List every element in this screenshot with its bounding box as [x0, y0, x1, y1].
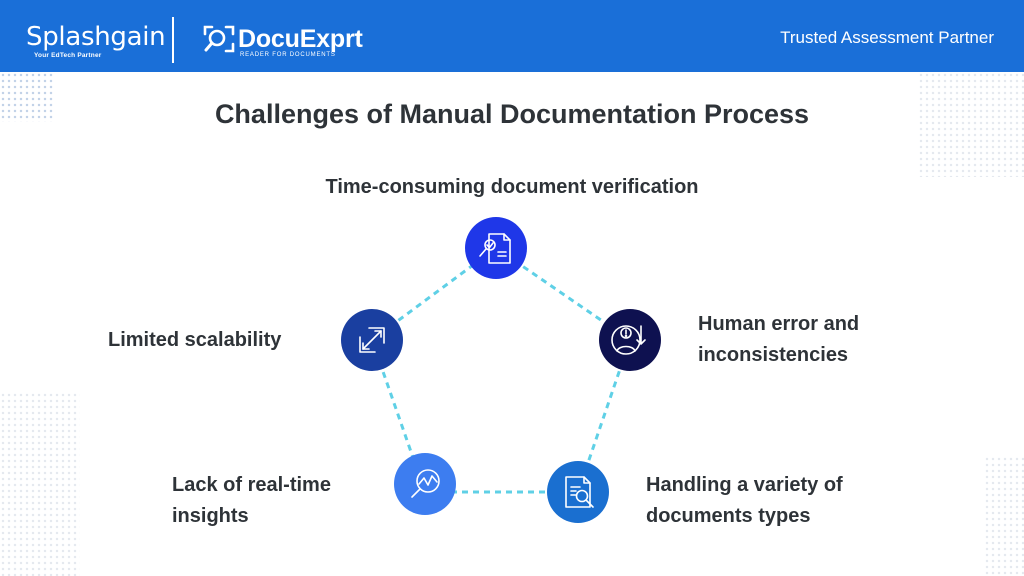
node-limited-scalability	[341, 309, 403, 371]
user-alert-icon	[611, 325, 646, 355]
header-divider	[172, 17, 174, 63]
label-time-consuming: Time-consuming document verification	[325, 176, 699, 198]
label-lack-insights: Lack of real-time insights	[172, 474, 331, 527]
label-human-error: Human error and inconsistencies	[698, 313, 860, 366]
chart-magnify-icon	[411, 469, 440, 498]
label-limited-scalability: Limited scalability	[108, 329, 282, 351]
decorative-dots	[0, 392, 80, 576]
connector-lines	[370, 246, 632, 494]
node-handling-variety	[547, 461, 609, 523]
document-magnify-icon	[565, 476, 594, 508]
document-search-check-icon	[479, 233, 511, 264]
decorative-dots	[0, 72, 54, 122]
splashgain-tagline: Your EdTech Partner	[34, 52, 102, 59]
resize-arrows-icon	[359, 327, 385, 353]
page-title: Challenges of Manual Documentation Proce…	[214, 99, 810, 129]
decorative-dots	[984, 456, 1024, 576]
node-time-consuming	[465, 217, 527, 279]
header-tagline: Trusted Assessment Partner	[780, 28, 994, 47]
splashgain-logo: Splashgain	[26, 22, 166, 52]
header-bar: Splashgain Your EdTech Partner DocuExprt…	[0, 0, 1024, 72]
node-human-error	[599, 309, 661, 371]
docuexprt-logo-icon	[203, 25, 235, 53]
label-handling-variety: Handling a variety of documents types	[646, 474, 843, 527]
docuexprt-logo: DocuExprt	[238, 25, 363, 53]
node-lack-insights	[394, 453, 456, 515]
docuexprt-tagline: READER FOR DOCUMENTS	[240, 52, 336, 58]
decorative-dots	[918, 72, 1024, 177]
